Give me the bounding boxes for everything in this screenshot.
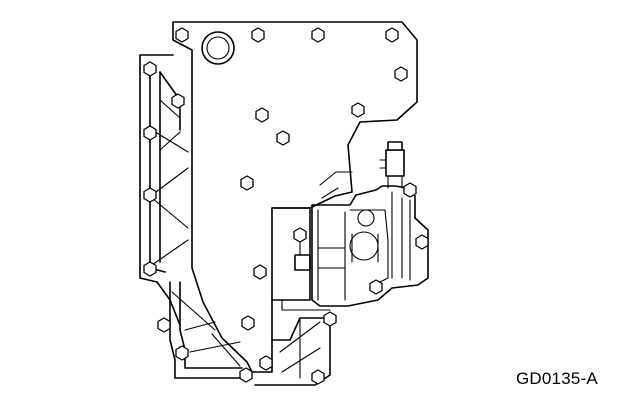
bolt-icon [276,130,290,146]
bolt-icon [240,175,254,191]
bolt-icon [175,27,189,43]
bolts [143,27,429,385]
bolt-icon [311,369,325,385]
bolt-icon [171,93,185,109]
bolt-icon [323,311,337,327]
figure-code: GD0135-A [516,369,598,388]
solenoid-connector [379,141,405,189]
bolt-icon [394,66,408,82]
bolt-icon [415,234,429,250]
valve-block [271,171,429,311]
bolt-icon [143,187,157,203]
bolt-icon [143,61,157,77]
bolt-icon [351,102,365,118]
bolt-icon [239,367,253,383]
bolt-icon [293,227,307,243]
main-plate [172,21,418,373]
bolt-icon [175,345,189,361]
bolt-icon [251,27,265,43]
bolt-icon [241,315,255,331]
bolt-icon [143,125,157,141]
bolt-icon [369,279,383,295]
bolt-icon [311,27,325,43]
bolt-icon [403,182,417,198]
bolt-icon [385,27,399,43]
round-plug [201,31,235,65]
bolt-icon [143,261,157,277]
bolt-icon [157,317,171,333]
bolt-icon [253,264,267,280]
bolt-icon [259,355,273,371]
bolt-icon [255,107,269,123]
